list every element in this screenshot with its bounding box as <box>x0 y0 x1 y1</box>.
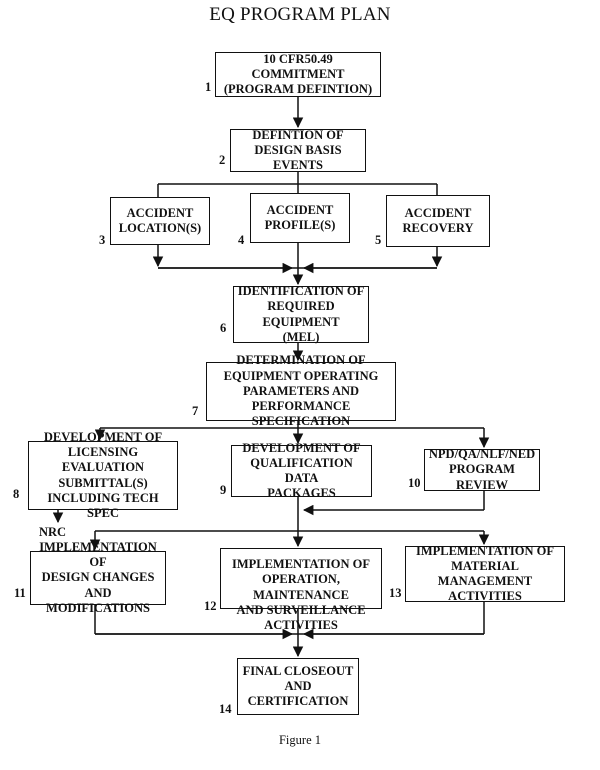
node-12-box: IMPLEMENTATION OF OPERATION, MAINTENANCE… <box>220 548 382 632</box>
node-11-box: IMPLEMENTATION OF DESIGN CHANGES AND MOD… <box>30 540 166 615</box>
node-1-box: 10 CFR50.49 COMMITMENT (PROGRAM DEFINTIO… <box>215 52 381 97</box>
node-8-number: 8 <box>13 487 20 501</box>
node-5-number: 5 <box>375 233 382 247</box>
node-3-box: ACCIDENT LOCATION(S) <box>110 197 210 245</box>
node-3-number: 3 <box>99 233 106 247</box>
node-1-number: 1 <box>205 80 212 94</box>
figure-caption: Figure 1 <box>278 733 321 747</box>
node-6-number: 6 <box>220 321 227 335</box>
node-7-number: 7 <box>192 404 199 418</box>
node-12-number: 12 <box>204 599 217 613</box>
node-7-box: DETERMINATION OF EQUIPMENT OPERATING PAR… <box>206 353 396 428</box>
node-6-box: IDENTIFICATION OF REQUIRED EQUIPMENT (ME… <box>233 284 369 344</box>
node-11-number: 11 <box>14 586 26 600</box>
node-2-number: 2 <box>219 153 226 167</box>
node-4-box: ACCIDENT PROFILE(S) <box>250 193 350 243</box>
node-13-number: 13 <box>389 586 402 600</box>
node-9-box: DEVELOPMENT OF QUALIFICATION DATA PACKAG… <box>231 441 372 500</box>
node-9-number: 9 <box>220 483 227 497</box>
node-5-box: ACCIDENT RECOVERY <box>386 195 490 247</box>
node-13-box: IMPLEMENTATION OF MATERIAL MANAGEMENT AC… <box>405 544 565 603</box>
node-8-box: DEVELOPMENT OF LICENSING EVALUATION SUBM… <box>28 430 178 520</box>
node-4-number: 4 <box>238 233 245 247</box>
node-10-number: 10 <box>408 476 421 490</box>
node-14-number: 14 <box>219 702 232 716</box>
nrc-label: NRC <box>39 525 67 539</box>
diagram-title: EQ PROGRAM PLAN <box>209 4 391 25</box>
node-2-box: DEFINTION OF DESIGN BASIS EVENTS <box>230 128 366 172</box>
node-14-box: FINAL CLOSEOUT AND CERTIFICATION <box>237 658 359 715</box>
node-10-box: NPD/QA/NLF/NED PROGRAM REVIEW <box>424 447 540 492</box>
